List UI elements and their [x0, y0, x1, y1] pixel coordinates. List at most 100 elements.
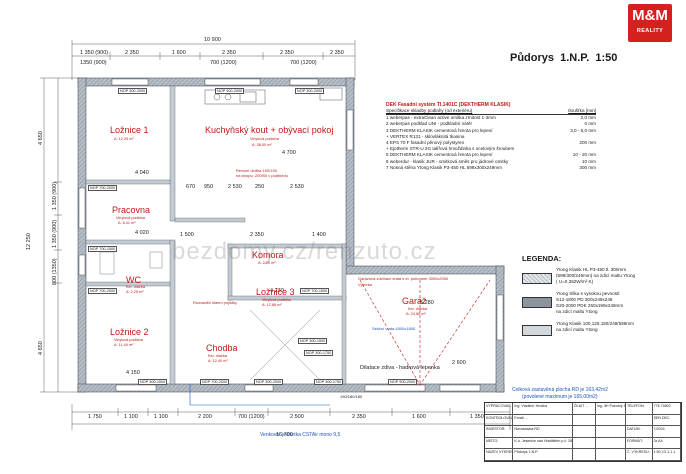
- brand-logo: M&M REALITY: [628, 4, 672, 42]
- room-garaz-area: A: 24,86 m²: [406, 312, 426, 316]
- spec-row: + Ejotherm STR-U 2G talířová hmoždinka s…: [386, 146, 596, 152]
- title-block-cell: 776 74802: [653, 403, 681, 414]
- garage-door: [359, 279, 491, 386]
- spec-row-text: + Ejotherm STR-U 2G talířová hmoždinka s…: [386, 146, 515, 152]
- spec-row-text: 2 weberpas podklad UNI - podkladní nátěr: [386, 121, 473, 127]
- note-zastaveni: Celková zastavěná plocha RD je 163,42m2: [512, 387, 608, 393]
- note-pojistky: Rozvaděč hlavní pojistky: [193, 300, 238, 305]
- room-loznice3: Ložnice 3: [256, 287, 295, 297]
- title-block-cell: [626, 414, 653, 426]
- legend: LEGENDA: Ytong Klasik HL P3-450 tl. 300m…: [522, 254, 672, 336]
- dim-top-4: 2 350: [222, 50, 236, 56]
- drawing-title: Půdorys 1.N.P. 1:50: [510, 52, 618, 64]
- room-loznice2-floor: Vinylová podlaha: [114, 338, 143, 342]
- note-dilatace: Dilatace zdiva - hadrová lepenka: [360, 365, 440, 371]
- note-zastaveni2: (povolené maximum je 165,00m2): [522, 394, 598, 400]
- title-block-cell: VYPRACOVAL:: [485, 403, 514, 414]
- legend-line: S20-2000 PDK 250x199x248mm: [556, 303, 624, 308]
- spec-row: 3 DEKTHERM KLASIK cementová hmota pro le…: [386, 128, 596, 134]
- spec-row-text: + VERTEX R131 - sklovláknitá tkanina: [386, 133, 465, 139]
- title-block-row: KONTROLOVAL:Email: ...SEN DEC: [485, 414, 681, 427]
- room-kuchyn-floor: Vinylová podlaha: [250, 137, 279, 141]
- dim-int-15: 2 600: [452, 360, 466, 366]
- spec-row-text: 1 weberpas - extraClean active omitka zr…: [386, 115, 496, 121]
- dim-int-1: 670: [186, 184, 196, 190]
- note-stitek: Sekční vrata 4500x1800: [372, 326, 416, 331]
- spec-row-value: 10 mm: [581, 158, 596, 164]
- dim-top-sub-1: 1350 (900): [80, 60, 107, 66]
- title-block-cell: [573, 449, 596, 460]
- title-block-cell: TELEFON:: [626, 403, 653, 414]
- spec-head-right: tloušťka [mm]: [568, 108, 596, 113]
- title-block-cell: Č. VÝKRESU:: [626, 449, 653, 460]
- room-chodba-floor: Ker. dlažba: [208, 354, 227, 358]
- dim-int-9: 4 040: [135, 170, 149, 176]
- title-block-cell: NÁZEV VÝKRESU:: [485, 449, 514, 460]
- dim-int-5: 2 530: [290, 184, 304, 190]
- title-block-cell: SEN DEC: [653, 414, 681, 426]
- note-strop: na stropu: 200/50 v podhledu: [236, 173, 288, 178]
- dim-int-11: 4 230: [270, 288, 284, 294]
- note-dvere: 190/180/180: [340, 394, 363, 399]
- dim-top-6: 2 350: [330, 50, 344, 56]
- dim-left-4: 1 350 (900): [52, 219, 58, 248]
- door-tag: NOP 300-1750: [314, 379, 344, 385]
- room-loznice1-area: A: 12,25 m²: [114, 137, 134, 141]
- brand-logo-sub: REALITY: [636, 28, 664, 34]
- room-chodba-area: A: 12,40 m²: [208, 359, 228, 363]
- spec-row: 1 weberpas - extraClean active omitka zr…: [386, 115, 596, 121]
- note-jednotka: Venkovní jednotka CSTAir mono 9,5: [260, 432, 341, 438]
- dim-int-6: 1 500: [180, 232, 194, 238]
- room-komora: Komora: [252, 250, 284, 260]
- spec-row-text: 4 EPS 70 F fasadní pěnový polystyren: [386, 140, 465, 146]
- spec-row-text: 7 Nosná stěna Ytong Klasik P3-450 HL 599…: [386, 164, 502, 170]
- spec-row: 7 Nosná stěna Ytong Klasik P3-450 HL 599…: [386, 165, 596, 171]
- room-loznice3-area: A: 12,86 m²: [262, 303, 282, 307]
- spec-title: DEK Fasadní systém TI.1401C (DEKTHERM KL…: [386, 102, 511, 108]
- spec-row-text: 5 DEKTHERM KLASIK cementová hmota pro le…: [386, 152, 493, 158]
- room-kuchyn: Kuchyňský kout + obývací pokoj: [205, 125, 334, 135]
- brand-logo-text: M&M: [632, 7, 668, 24]
- title-block-row: NÁZEV VÝKRESU:Půdorys 1.N.P.Č. VÝKRESU:1…: [485, 449, 681, 461]
- legend-line: ( U=0,362W/m² K): [556, 279, 594, 284]
- door-tag: NOP 700-2000: [88, 288, 118, 294]
- dim-left-3: 1 350 (900): [52, 181, 58, 210]
- dim-int-14: 5 280: [420, 300, 434, 306]
- dim-int-12: 4 150: [126, 370, 140, 376]
- dim-bottom-total: 16 700: [276, 432, 293, 438]
- dim-int-7: 2 350: [250, 232, 264, 238]
- title-block-cell: [573, 437, 596, 449]
- title-block-cell: Ing. Vladimír Hruška: [513, 403, 573, 414]
- legend-line: Ytong Klasik HL P3-450 tl. 300mm: [556, 267, 627, 272]
- spec-table: DEK Fasadní systém TI.1401C (DEKTHERM KL…: [386, 102, 596, 171]
- room-wc-area: A: 2,25 m²: [126, 290, 144, 294]
- dim-bottom-1: 1 750: [88, 414, 102, 420]
- spec-row-value: 0 mm: [584, 121, 596, 127]
- spec-row: + VERTEX R131 - sklovláknitá tkanina: [386, 134, 596, 140]
- dim-top-5: 2 350: [280, 50, 294, 56]
- title-block-cell: K.ú. Jesenice nad Hradištěm p.č. 2864: [513, 437, 573, 449]
- dim-top-sub-3: 700 (1200): [290, 60, 317, 66]
- legend-line: Ytong Klasik 100,125,150/249/599mm: [556, 321, 634, 326]
- room-pracovna-floor: Vinylová podlaha: [116, 216, 145, 220]
- note-zdvihaci: Garážová zdvihací vrata s el. pohonem 30…: [358, 276, 449, 281]
- spec-row-value: 3,0 - 6,0 mm: [570, 127, 596, 133]
- spec-row-text: 6 weberdur - klasik JUR - omitková směs …: [386, 158, 509, 164]
- legend-line: na zdicí maltu Ytong: [556, 327, 598, 332]
- dim-int-13: 4 700: [282, 150, 296, 156]
- door-tag: NOP 700-2000: [200, 379, 230, 385]
- legend-line: (599/300/249mm) na zdicí maltu Ytong: [556, 273, 636, 278]
- title-block-cell: [596, 414, 626, 426]
- title-block-cell: KONTROLOVAL:: [485, 414, 514, 426]
- title-block-cell: INVESTOR:: [485, 426, 514, 437]
- title-block-cell: FORMÁT:: [626, 437, 653, 449]
- service-line: [189, 384, 330, 406]
- door-tag: NOP 300-1500: [138, 379, 168, 385]
- dim-left-2: 12 250: [26, 233, 32, 250]
- dim-int-4: 250: [255, 184, 265, 190]
- title-block-cell: Půdorys 1.N.P.: [513, 449, 573, 460]
- dim-left-5: 800 (1350): [52, 258, 58, 285]
- dim-bottom-5: 700 (1200): [238, 414, 265, 420]
